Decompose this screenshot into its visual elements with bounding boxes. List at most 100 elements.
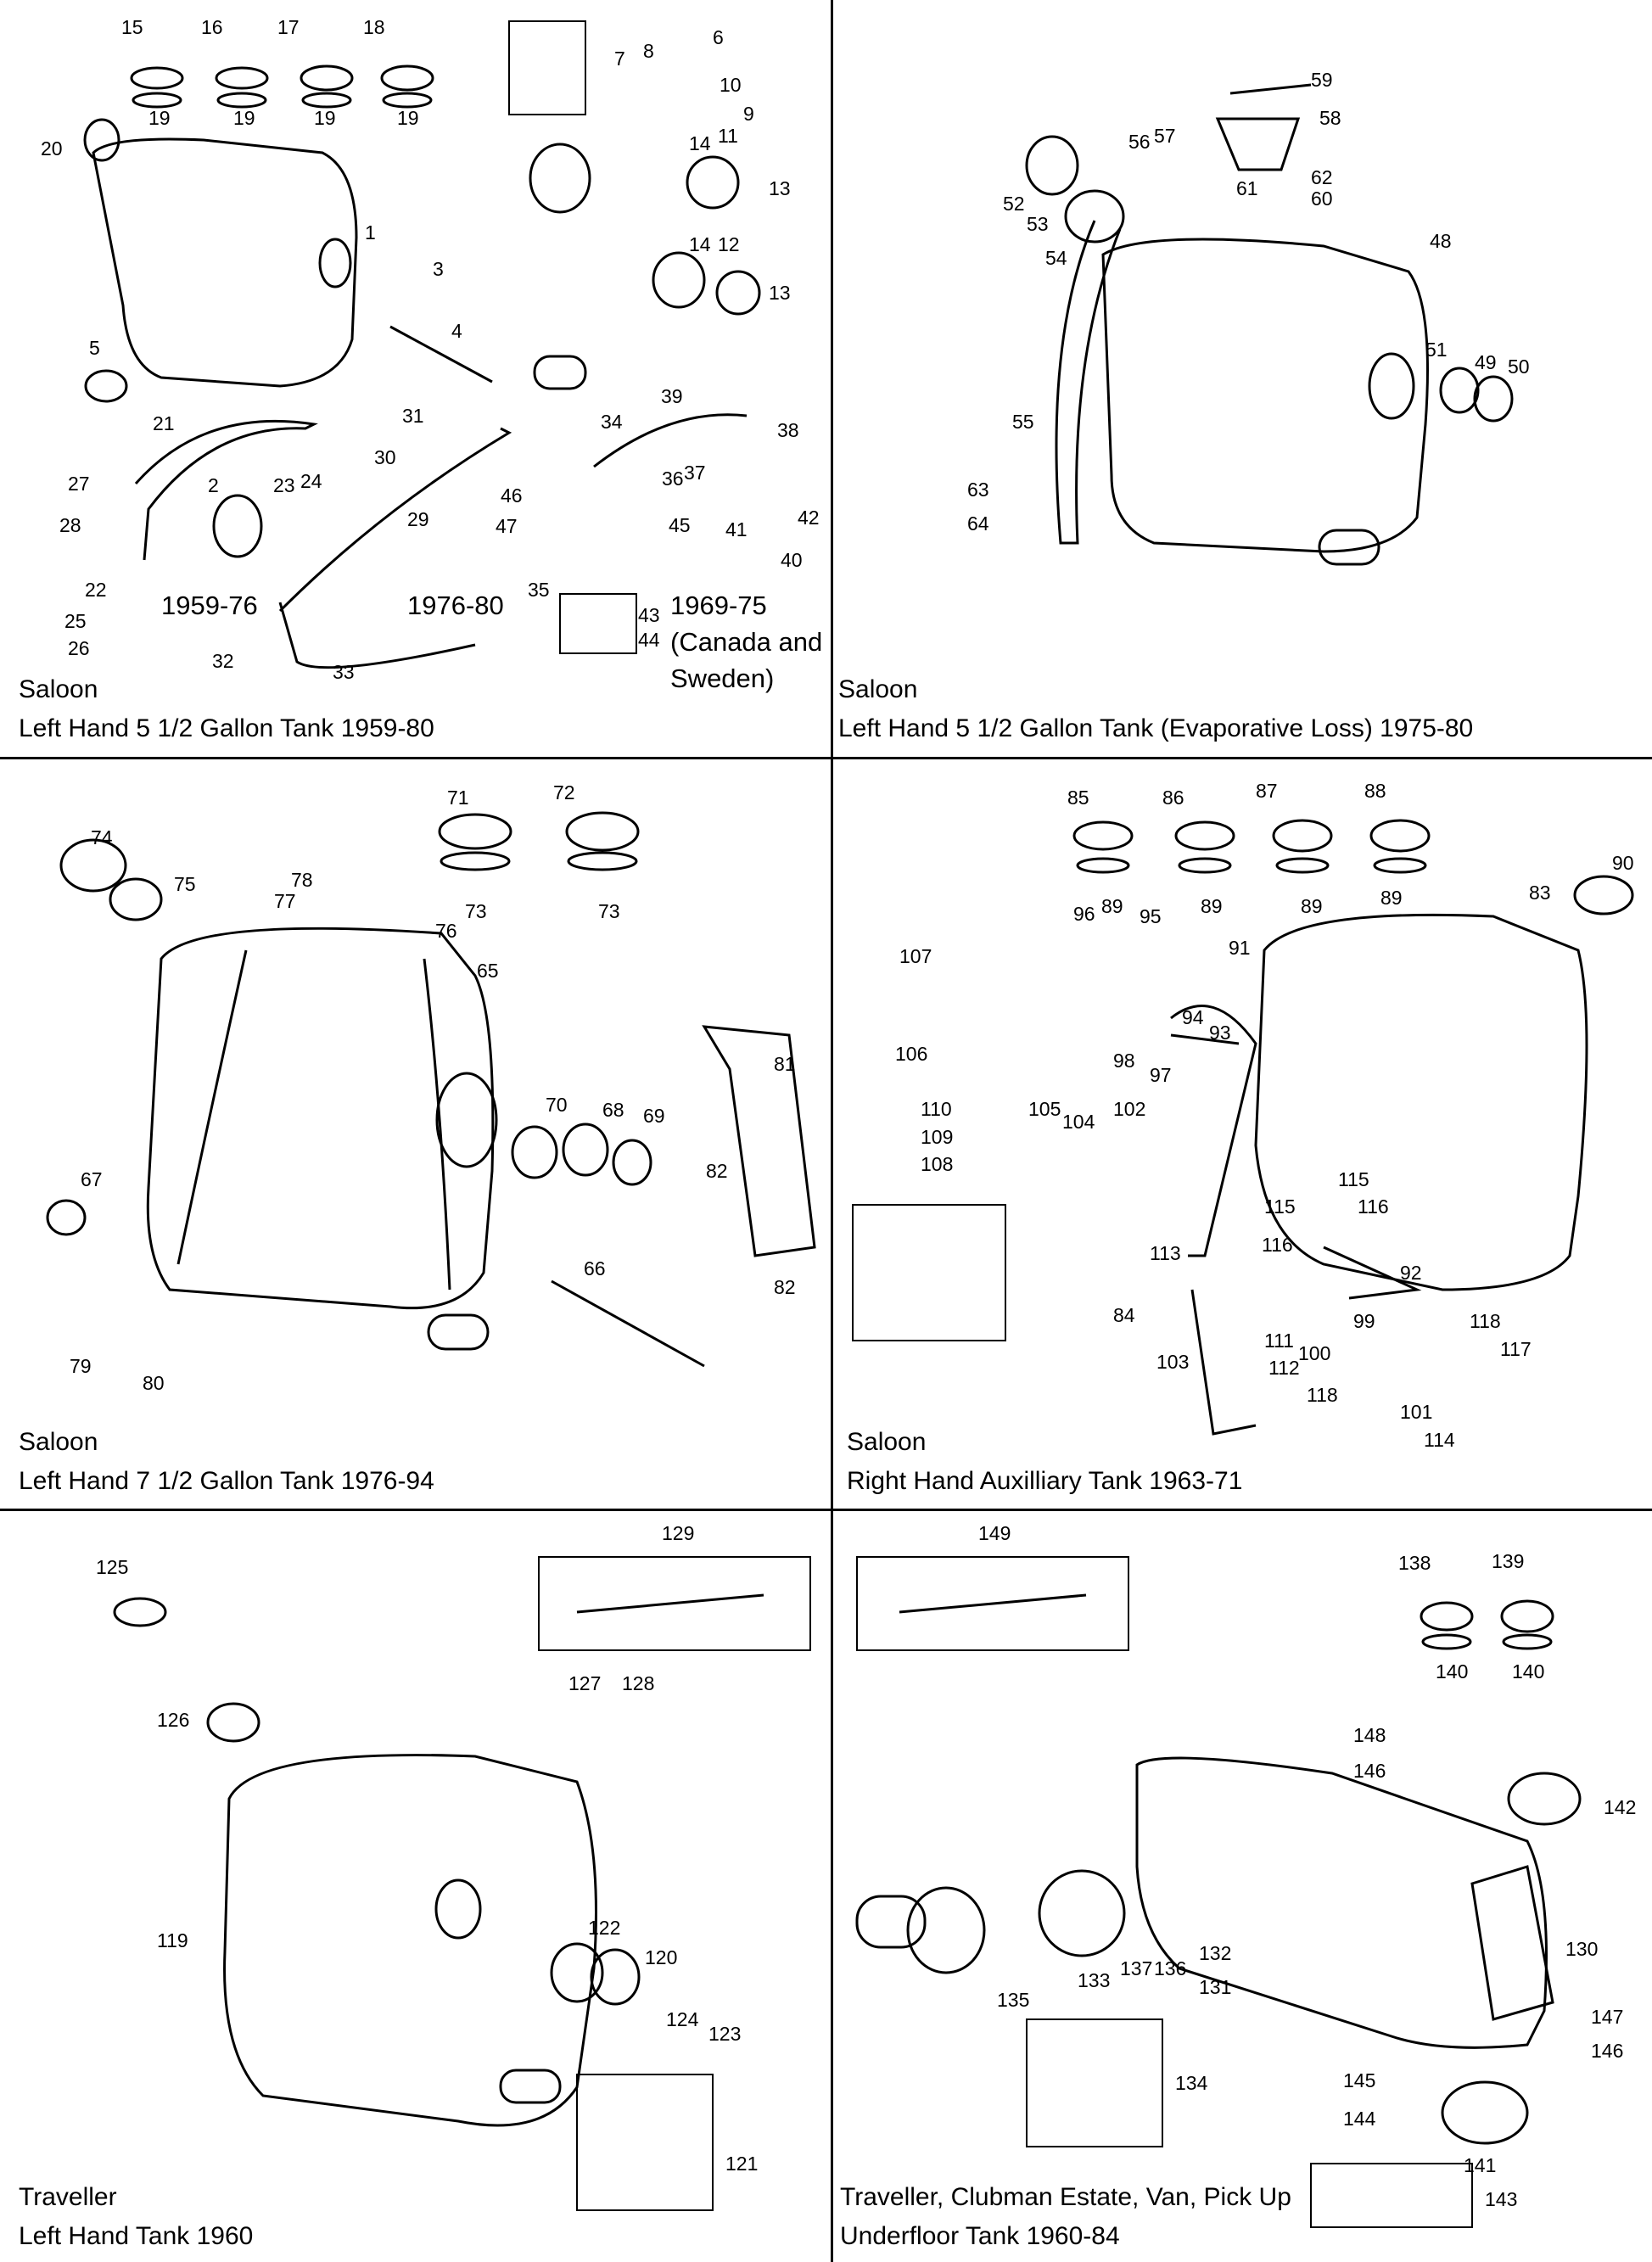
callout: 88 xyxy=(1364,780,1386,802)
callout: 103 xyxy=(1156,1351,1190,1373)
callout: 39 xyxy=(661,385,683,407)
callout: 66 xyxy=(584,1257,606,1279)
callout: 83 xyxy=(1529,882,1551,904)
callout: 46 xyxy=(501,484,523,507)
callout: 100 xyxy=(1298,1342,1331,1364)
callout: 140 xyxy=(1436,1660,1469,1683)
callout: 96 xyxy=(1073,903,1095,925)
callout: 143 xyxy=(1485,2188,1518,2210)
callout: 144 xyxy=(1343,2108,1376,2130)
callout: 20 xyxy=(41,137,63,160)
callout: 124 xyxy=(666,2008,699,2030)
callout: 53 xyxy=(1027,213,1049,235)
callout: 42 xyxy=(798,507,820,529)
callout: 149 xyxy=(978,1522,1011,1544)
callout: 1 xyxy=(365,221,376,244)
callout: 129 xyxy=(662,1522,695,1544)
year-range-label: 1976-80 xyxy=(407,591,504,620)
callout: 12 xyxy=(718,233,740,255)
callout: 5 xyxy=(89,337,100,359)
callout: 87 xyxy=(1256,780,1278,802)
horizontal-divider-2 xyxy=(0,1509,1652,1511)
callout: 13 xyxy=(769,282,791,304)
callout: 76 xyxy=(435,920,457,942)
callout: 47 xyxy=(496,515,518,537)
callout: 125 xyxy=(96,1556,129,1578)
callout: 49 xyxy=(1475,351,1497,373)
callout: 123 xyxy=(708,2023,742,2045)
callout: 41 xyxy=(725,518,748,540)
callout: 109 xyxy=(921,1126,954,1148)
callout: 57 xyxy=(1154,125,1176,147)
callout: 15 xyxy=(121,16,143,38)
panel-caption-line1: Saloon xyxy=(847,1428,927,1456)
callout: 19 xyxy=(148,107,171,129)
callout: 145 xyxy=(1343,2069,1376,2091)
callout: 115 xyxy=(1264,1195,1296,1218)
callout: 121 xyxy=(725,2153,759,2175)
callout: 29 xyxy=(407,508,429,530)
callout: 52 xyxy=(1003,193,1025,215)
callout: 94 xyxy=(1182,1006,1204,1028)
callout: 120 xyxy=(645,1946,678,1968)
p5-artwork xyxy=(113,1556,811,2211)
callout: 38 xyxy=(777,419,799,441)
callout: 148 xyxy=(1353,1724,1386,1746)
callout: 68 xyxy=(602,1099,624,1121)
p4-artwork xyxy=(852,819,1634,1436)
panel-caption-line1: Saloon xyxy=(19,675,98,703)
callout: 81 xyxy=(774,1053,796,1075)
callout: 17 xyxy=(277,16,300,38)
callout: 106 xyxy=(895,1043,928,1065)
callout: 37 xyxy=(684,462,706,484)
callout: 21 xyxy=(153,412,175,434)
callout: 95 xyxy=(1140,905,1162,927)
callout: 19 xyxy=(397,107,419,129)
panel-caption-line2: Left Hand 7 1/2 Gallon Tank 1976-94 xyxy=(19,1467,434,1495)
callout: 104 xyxy=(1062,1111,1095,1133)
callout: 59 xyxy=(1311,69,1333,91)
panel-caption-line1: Traveller, Clubman Estate, Van, Pick Up xyxy=(840,2183,1291,2211)
callout: 27 xyxy=(68,473,90,495)
callout: 137 xyxy=(1120,1957,1153,1979)
callout: 84 xyxy=(1113,1304,1135,1326)
callout: 70 xyxy=(546,1094,568,1116)
callout: 13 xyxy=(769,177,791,199)
callout: 136 xyxy=(1154,1957,1187,1979)
callout: 30 xyxy=(374,446,396,468)
callout: 111 xyxy=(1264,1330,1294,1352)
callout: 113 xyxy=(1150,1242,1181,1264)
callout: 127 xyxy=(568,1672,602,1694)
callout: 118 xyxy=(1307,1384,1338,1406)
callout: 118 xyxy=(1470,1310,1501,1332)
callout: 34 xyxy=(601,411,623,433)
callout: 40 xyxy=(781,549,803,571)
callout: 48 xyxy=(1430,230,1452,252)
callout: 108 xyxy=(921,1153,954,1175)
callout: 133 xyxy=(1078,1969,1111,1991)
callout: 130 xyxy=(1565,1938,1599,1960)
panel-caption-line2: Left Hand 5 1/2 Gallon Tank 1959-80 xyxy=(19,714,434,742)
callout: 8 xyxy=(643,40,654,62)
callout: 131 xyxy=(1199,1976,1232,1998)
year-range-label: Sweden) xyxy=(670,663,775,693)
year-range-label: (Canada and xyxy=(670,627,823,657)
callout: 89 xyxy=(1101,895,1123,917)
callout: 82 xyxy=(774,1276,796,1298)
callout: 142 xyxy=(1604,1796,1637,1818)
callout: 73 xyxy=(465,900,487,922)
callout: 77 xyxy=(274,890,296,912)
callout: 16 xyxy=(201,16,223,38)
callout: 67 xyxy=(81,1168,103,1190)
callout: 45 xyxy=(669,514,691,536)
callout: 26 xyxy=(68,637,90,659)
callout: 36 xyxy=(662,468,684,490)
callout: 54 xyxy=(1045,247,1067,269)
callout: 58 xyxy=(1319,107,1341,129)
callout: 72 xyxy=(553,781,575,803)
callout: 56 xyxy=(1128,131,1151,153)
callout: 74 xyxy=(91,826,113,848)
callout: 80 xyxy=(143,1372,165,1394)
callout: 115 xyxy=(1338,1168,1369,1190)
